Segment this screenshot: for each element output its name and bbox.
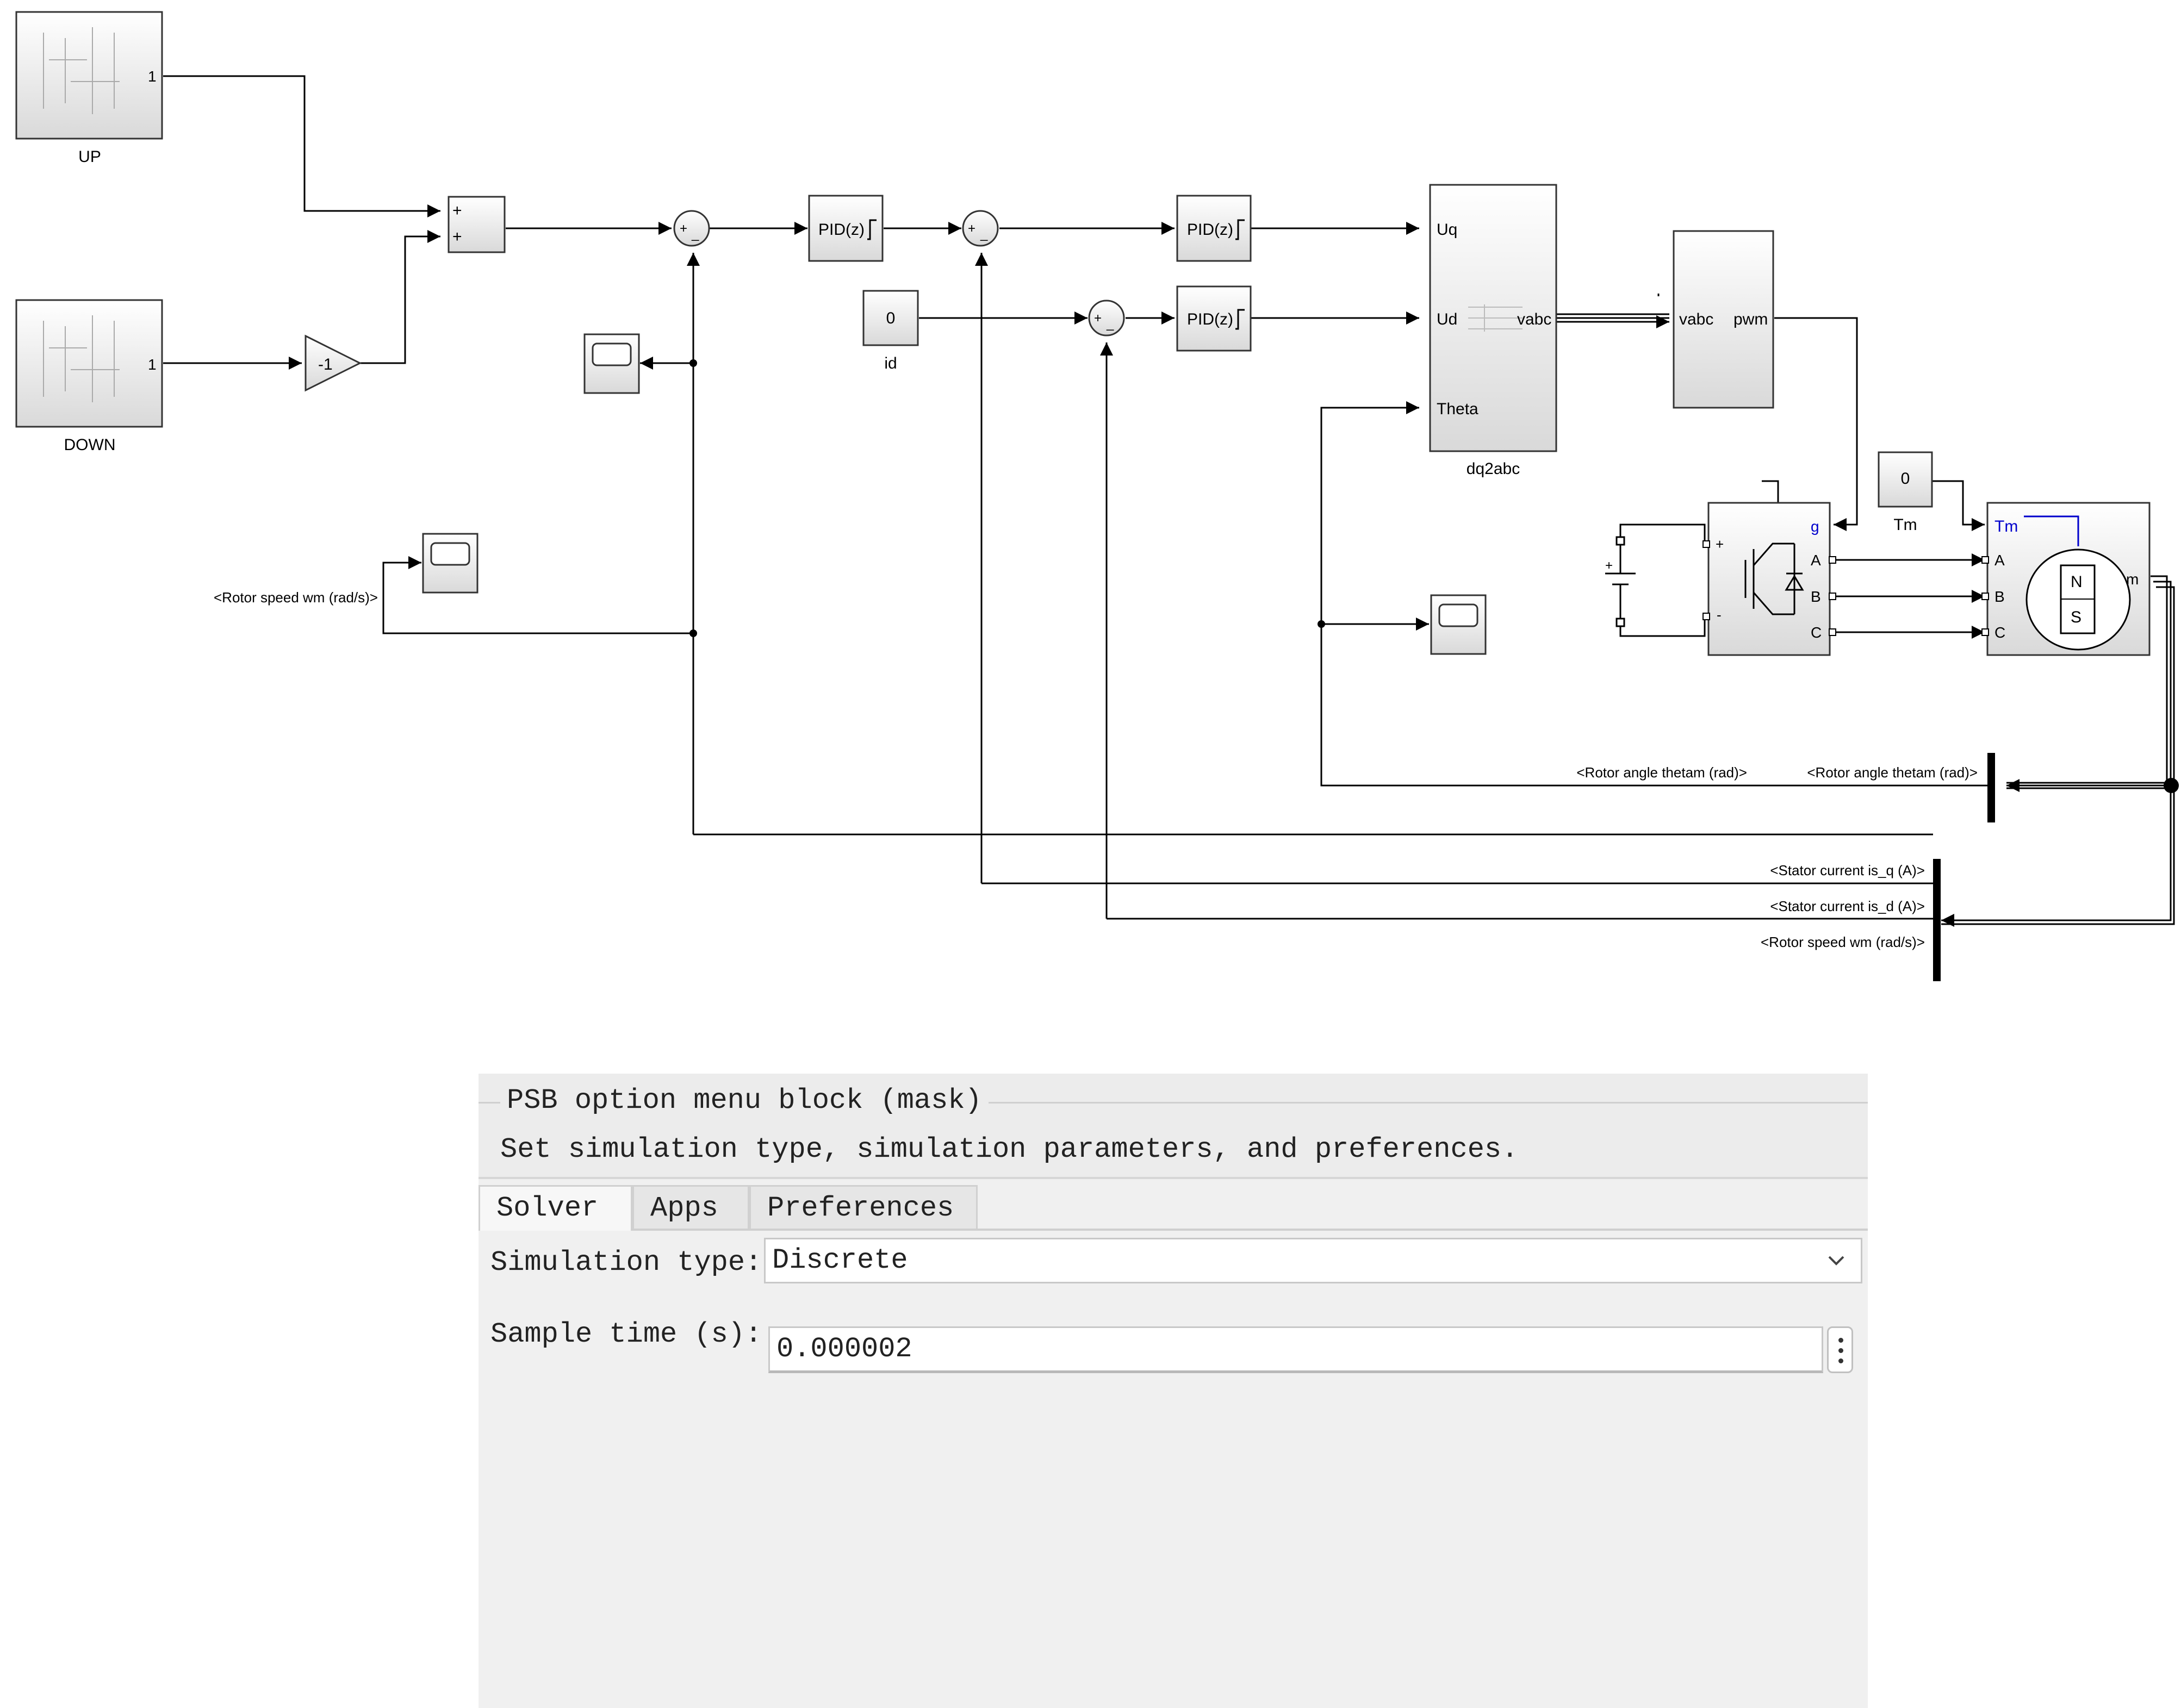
pid-speed-block[interactable]: PID(z) [808, 195, 884, 262]
inverter-port-b: B [1811, 588, 1821, 605]
dq2abc-port-theta: Theta [1437, 400, 1478, 418]
motor-port-b: B [1994, 588, 2005, 605]
inverter-port-c: C [1811, 624, 1822, 641]
simulation-type-select[interactable]: Discrete [764, 1238, 1862, 1283]
inverter-port-plus: + [1716, 536, 1724, 552]
motor-port-a: A [1994, 552, 2005, 569]
branch-point [1318, 620, 1325, 628]
dq2abc-label: dq2abc [1467, 460, 1520, 478]
tab-apps[interactable]: Apps [632, 1185, 749, 1229]
sum-id-minus: _ [1106, 316, 1114, 331]
inverter-port-a: A [1811, 552, 1821, 569]
sum-speed-plus: + [680, 221, 687, 236]
chevron-down-icon [1828, 1256, 1844, 1266]
gain-value: -1 [318, 356, 333, 373]
id-constant-value: 0 [886, 309, 896, 327]
group-divider [479, 1102, 1868, 1104]
pid-iq-label: PID(z) [1187, 221, 1233, 239]
sum-block-reference[interactable]: + + [448, 196, 506, 253]
signal-label-stator-iq: <Stator current is_q (A)> [1770, 862, 1925, 878]
pmsm-motor-block[interactable]: Tm A B C m N S [1981, 502, 2151, 656]
tm-constant-value: 0 [1901, 470, 1910, 488]
dq2abc-subsystem-block[interactable]: Uq Ud Theta vabc [1429, 184, 1557, 452]
sum-circle-id[interactable]: + _ [1088, 300, 1125, 336]
tm-constant-block[interactable]: 0 [1878, 451, 1933, 508]
sum-circle-speed[interactable]: + _ [673, 210, 710, 247]
sum-circle-iq[interactable]: + _ [962, 210, 999, 247]
powergui-parameters-dialog: PSB option menu block (mask) Set simulat… [479, 1074, 1868, 1708]
simulation-type-value: Discrete [772, 1244, 908, 1276]
branch-point [689, 359, 697, 367]
scope-rotor-speed[interactable] [422, 533, 479, 594]
up-subsystem-block[interactable]: 1 [15, 11, 163, 140]
simulation-type-label: Simulation type: [490, 1246, 762, 1279]
down-port-label: 1 [148, 356, 157, 373]
sample-time-label: Sample time (s): [490, 1318, 762, 1350]
pwm-port-vabc: vabc [1679, 310, 1713, 328]
signal-label-rotor-speed-bus: <Rotor speed wm (rad/s)> [1761, 934, 1925, 950]
signal-label-rotor-speed: <Rotor speed wm (rad/s)> [214, 589, 378, 606]
more-options-icon[interactable] [1827, 1326, 1853, 1373]
signal-lines [163, 75, 2175, 927]
inverter-port-minus: - [1717, 607, 1722, 623]
pid-id-label: PID(z) [1187, 310, 1233, 328]
sample-time-input[interactable]: 0.000002 [768, 1326, 1823, 1373]
pid-speed-label: PID(z) [818, 221, 865, 239]
dialog-description: Set simulation type, simulation paramete… [500, 1133, 1519, 1165]
svg-text:+: + [1605, 558, 1613, 573]
tab-bar: Solver Apps Preferences [479, 1185, 1868, 1231]
pid-id-block[interactable]: PID(z) [1176, 285, 1252, 352]
up-port-label: 1 [148, 68, 157, 85]
id-constant-label: id [884, 354, 897, 372]
sum-speed-minus: _ [691, 227, 699, 241]
motor-pole-n: N [2071, 573, 2083, 591]
group-title: PSB option menu block (mask) [500, 1084, 989, 1117]
sum-id-plus: + [1094, 311, 1102, 326]
branch-point [689, 629, 697, 637]
sum-in2-sign: + [452, 228, 462, 246]
dq2abc-port-vabc: vabc [1517, 310, 1551, 328]
motor-pole-s: S [2071, 608, 2081, 626]
signal-label-stator-id: <Stator current is_d (A)> [1770, 898, 1925, 914]
sum-iq-minus: _ [980, 227, 988, 241]
tm-constant-label: Tm [1893, 516, 1917, 534]
tab-preferences[interactable]: Preferences [749, 1185, 978, 1229]
dialog-header: PSB option menu block (mask) Set simulat… [479, 1074, 1868, 1179]
scope-theta[interactable] [1430, 594, 1487, 655]
dq2abc-port-uq: Uq [1437, 221, 1457, 239]
bus-selector-theta[interactable] [1987, 753, 1995, 822]
tab-solver[interactable]: Solver [479, 1185, 632, 1231]
inverter-port-g: g [1811, 518, 1819, 535]
gain-block[interactable]: -1 [305, 334, 362, 392]
dc-voltage-source[interactable] [1605, 523, 1706, 637]
bus-selector-currents[interactable] [1933, 859, 1941, 981]
id-constant-block[interactable]: 0 [862, 290, 919, 346]
signal-label-rotor-angle: <Rotor angle thetam (rad)> [1576, 764, 1747, 781]
pwm-subsystem-block[interactable]: vabc pwm [1673, 230, 1774, 409]
igbt-inverter-block[interactable]: + - g A B C [1702, 502, 1836, 656]
down-block-label: DOWN [64, 436, 116, 454]
motor-port-tm: Tm [1994, 518, 2018, 535]
motor-port-c: C [1994, 624, 2005, 641]
sample-time-value: 0.000002 [776, 1333, 912, 1365]
signal-label-rotor-angle-bus: <Rotor angle thetam (rad)> [1807, 764, 1978, 781]
dq2abc-port-ud: Ud [1437, 310, 1457, 328]
motor-port-m: m [2126, 571, 2139, 588]
branch-point [2164, 778, 2179, 793]
pid-iq-block[interactable]: PID(z) [1176, 195, 1252, 262]
sum-in1-sign: + [452, 202, 462, 220]
pwm-port-pwm: pwm [1733, 310, 1768, 328]
up-block-label: UP [78, 148, 101, 166]
scope-speed[interactable] [583, 333, 640, 394]
sum-iq-plus: + [968, 221, 975, 236]
down-subsystem-block[interactable]: 1 [15, 299, 163, 428]
